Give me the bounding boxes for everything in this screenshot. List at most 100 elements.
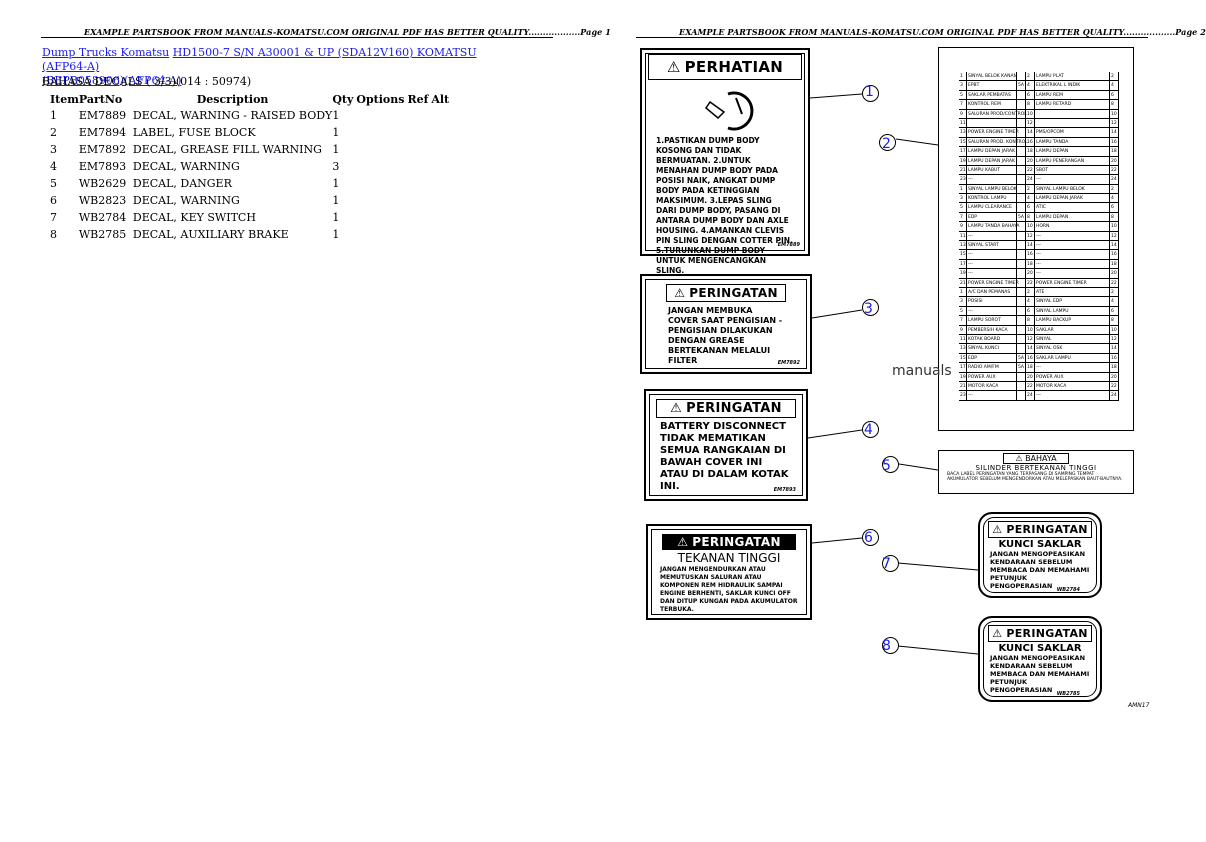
- fuse-cell: [1017, 287, 1026, 297]
- decal-body: BATTERY DISCONNECT TIDAK MEMATIKAN SEMUA…: [660, 421, 789, 492]
- callout-7[interactable]: 7: [882, 556, 891, 572]
- header-rule-right: [636, 37, 1148, 38]
- fuse-cell: ---: [1035, 231, 1110, 241]
- fuse-cell: 13: [960, 344, 967, 353]
- fuse-cell: SALURAN PROD. KONTROL: [968, 137, 1028, 147]
- fuse-cell: SALURAN PROD/CONTROL: [968, 109, 1027, 118]
- cell-desc: DECAL, GREASE FILL WARNING: [132, 143, 322, 156]
- decal-key-switch: ⚠ PERINGATAN KUNCI SAKLAR JANGAN MENGOPE…: [978, 512, 1102, 598]
- fuse-cell: 22: [1026, 381, 1035, 391]
- fuse-cell: 16: [1110, 250, 1119, 259]
- decal-high-pressure: ⚠ PERINGATAN TEKANAN TINGGI JANGAN MENGE…: [646, 524, 812, 620]
- fuse-cell: [1017, 334, 1026, 344]
- fuse-cell: KONTROL REM: [967, 100, 1017, 109]
- decal-title: PERINGATAN: [1006, 523, 1088, 536]
- fuse-cell: EPBT: [967, 81, 1017, 90]
- fuse-cell: [1017, 278, 1026, 287]
- decal-code: WB2785: [1056, 691, 1080, 697]
- cell-item: 3: [50, 143, 57, 156]
- fuse-cell: 21: [960, 278, 967, 287]
- fuse-cell: 17: [960, 147, 967, 156]
- decal-title: ⚠ BAHAYA: [1003, 453, 1069, 464]
- fuse-cell: 12: [1110, 334, 1119, 344]
- fuse-cell: 21: [960, 381, 967, 391]
- col-alt: Alt: [431, 92, 450, 106]
- fuse-cell: 14: [1026, 344, 1035, 353]
- decal-title: PERINGATAN: [1006, 627, 1088, 640]
- page-header-left: EXAMPLE PARTSBOOK FROM MANUALS-KOMATSU.C…: [84, 27, 611, 37]
- decal-title: PERINGATAN: [689, 286, 778, 300]
- fuse-cell: 5: [959, 90, 967, 100]
- callout-5[interactable]: 5: [882, 458, 891, 474]
- callout-1[interactable]: 1: [865, 84, 874, 100]
- fuse-cell: LAMPU DEPAN JARAK: [1035, 194, 1110, 203]
- warning-triangle-icon: ⚠: [674, 286, 686, 300]
- fuse-cell: 18: [1110, 147, 1119, 156]
- breadcrumb-link-category[interactable]: Dump Trucks Komatsu: [42, 46, 170, 59]
- fuse-cell: POWER ENGINE TIMER: [968, 128, 1019, 137]
- decal-code: EM7892: [777, 360, 800, 366]
- watermark: manuals: [892, 363, 952, 379]
- fuse-cell: [1017, 72, 1026, 81]
- fuse-cell: [1017, 128, 1026, 137]
- cell-qty: 3: [332, 160, 340, 173]
- table-header-row: Item PartNo Description Qty Options Ref …: [42, 91, 449, 107]
- fuse-cell: 8: [1110, 316, 1119, 325]
- callout-circle: [882, 637, 899, 654]
- col-item: Item: [50, 92, 79, 106]
- fuse-cell: ---: [967, 259, 1017, 269]
- fuse-cell: SINYAL OSK: [1035, 344, 1110, 353]
- fuse-cell: 19: [960, 269, 967, 278]
- callout-4[interactable]: 4: [864, 422, 873, 438]
- fuse-row: 17---18---18: [959, 259, 1119, 270]
- cell-qty: 1: [332, 194, 340, 207]
- callout-3[interactable]: 3: [864, 301, 873, 317]
- fuse-cell: ---: [1035, 363, 1110, 372]
- fuse-cell: 19: [960, 156, 967, 165]
- fuse-cell: SAKLAR LAMPU: [1035, 353, 1110, 363]
- callout-6[interactable]: 6: [864, 530, 873, 546]
- fuse-cell: 10: [1110, 222, 1119, 231]
- fuse-cell: 6: [1026, 90, 1035, 100]
- figure-number: AMN17: [1128, 702, 1150, 709]
- fuse-cell: 11: [960, 334, 967, 344]
- fuse-cell: SINYAL BELOK KANAN: [968, 72, 1017, 81]
- fuse-cell: 18: [1026, 147, 1035, 156]
- fuse-cell: 10: [1026, 109, 1035, 118]
- callout-8[interactable]: 8: [882, 638, 891, 654]
- fuse-cell: 8: [1026, 100, 1035, 109]
- fuse-cell: 24: [1110, 391, 1119, 400]
- callout-2[interactable]: 2: [882, 136, 891, 152]
- fuse-cell: 22: [1110, 278, 1119, 287]
- fuse-cell: 2: [1026, 287, 1035, 297]
- fuse-cell: [1017, 306, 1026, 316]
- decal-code: EM7893: [773, 487, 796, 493]
- fuse-cell: 4: [1110, 194, 1119, 203]
- warning-triangle-icon: ⚠: [992, 627, 1003, 640]
- decal-subtitle: KUNCI SAKLAR: [998, 643, 1082, 654]
- fuse-cell: LAMPU TANDA: [1035, 137, 1110, 147]
- fuse-cell: ---: [967, 306, 1017, 316]
- fuse-cell: 5A: [1017, 212, 1026, 222]
- cell-item: 8: [50, 228, 57, 241]
- fuse-cell: 8: [1110, 212, 1119, 222]
- breadcrumb-link-book[interactable]: (BEPB058906)(AFP64-A): [42, 74, 182, 87]
- fuse-cell: [1017, 316, 1026, 325]
- fuse-cell: [1017, 137, 1026, 147]
- fuse-cell: [1017, 175, 1026, 184]
- fuse-cell: 6: [1026, 203, 1035, 212]
- fuse-cell: 4: [1026, 194, 1035, 203]
- fuse-cell: PEMBERSIH KACA: [967, 325, 1017, 334]
- fuse-cell: [1017, 344, 1026, 353]
- breadcrumb-link-model[interactable]: HD1500-7 S/N A30001 & UP (SDA12V160) KOM…: [42, 46, 477, 73]
- fuse-cell: A/C DAN PEMANAS: [967, 287, 1017, 297]
